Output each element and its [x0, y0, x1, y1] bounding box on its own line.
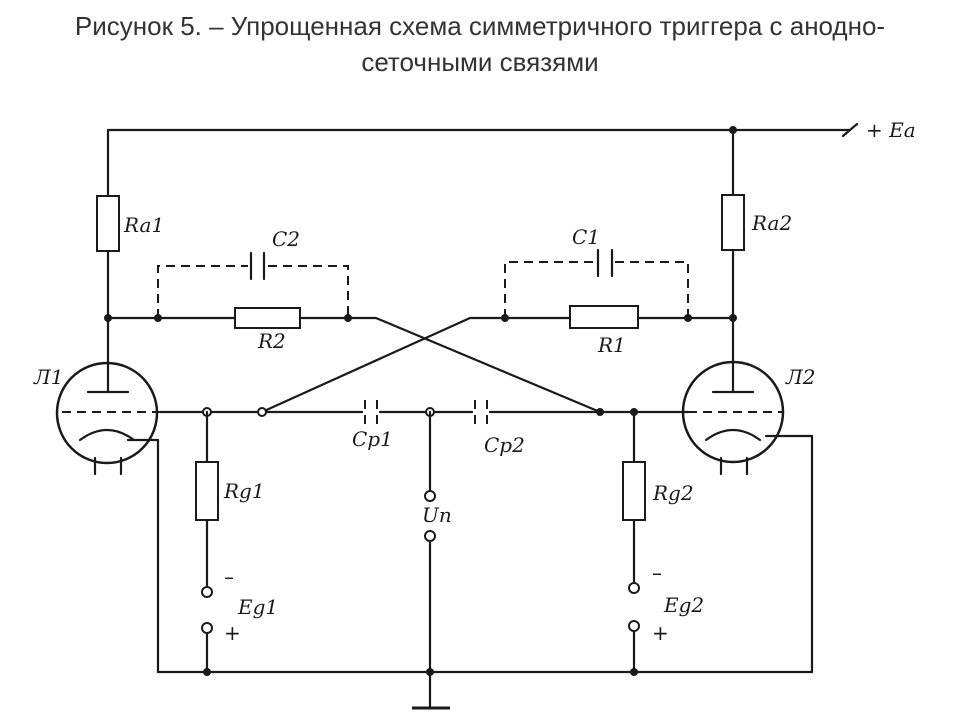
terminal-un-top [424, 490, 436, 502]
wire-l1-cathode [126, 438, 160, 674]
resistor-ra1 [96, 195, 120, 252]
terminal-eg1-plus [201, 622, 213, 634]
terminal-eg2-minus [628, 582, 640, 594]
label-ea: + Ea [866, 118, 916, 142]
junction-left-anode [104, 314, 112, 322]
label-r1: R1 [597, 333, 626, 357]
terminal-eg1-minus [201, 586, 213, 598]
eg2-plus-sign: + [652, 621, 669, 645]
junction-c1-left [501, 314, 509, 322]
junction-bottom-rg1 [203, 668, 211, 676]
label-ra2: Ra2 [751, 211, 792, 235]
label-c1: C1 [572, 225, 600, 249]
label-ra1: Ra1 [123, 213, 164, 237]
junction-right-anode [729, 314, 737, 322]
resistor-ra2 [721, 194, 745, 251]
resistor-r1 [569, 305, 639, 329]
resistor-rg1 [195, 461, 219, 521]
label-rg1: Rg1 [223, 479, 265, 503]
label-r2: R2 [257, 329, 286, 353]
tube-l2-cathode [704, 428, 762, 442]
junction-c1-right [684, 314, 692, 322]
label-c2: C2 [272, 227, 300, 251]
caption-line-2: сеточными связями [361, 47, 599, 77]
junction-bottom-rg2 [630, 668, 638, 676]
figure-caption: Рисунок 5. – Упрощенная схема симметричн… [0, 8, 960, 80]
dashed-c2-bracket [157, 265, 349, 318]
resistor-r2 [234, 307, 301, 329]
tube-l1-heater-pins [93, 456, 123, 476]
wire-left-coupling [106, 316, 602, 414]
label-cp1: Cp1 [352, 427, 393, 451]
terminal-eg2-plus [628, 620, 640, 632]
label-l1: Л1 [33, 365, 63, 389]
dashed-c1-bracket [504, 261, 689, 318]
junction-c2-right [344, 314, 352, 322]
wire-l2-cathode [764, 434, 814, 674]
wire-right-coupling [260, 316, 735, 414]
label-rg2: Rg2 [652, 481, 694, 505]
supply-terminal-mark [841, 122, 859, 138]
eg2-minus-sign: – [652, 561, 662, 585]
tube-l1-cathode [78, 428, 136, 442]
label-cp2: Cp2 [484, 433, 525, 457]
label-eg1: Eg1 [237, 595, 278, 619]
label-un: Un [422, 503, 452, 527]
resistor-rg2 [622, 461, 646, 521]
junction-c2-left [154, 314, 162, 322]
eg1-minus-sign: – [224, 565, 234, 589]
caption-line-1: Рисунок 5. – Упрощенная схема симметричн… [74, 11, 886, 41]
junction-bottom-ground [426, 668, 434, 676]
junction-cross-right [596, 408, 604, 416]
tube-l2-heater-pins [719, 456, 749, 476]
terminal-un-bottom [424, 530, 436, 542]
label-eg2: Eg2 [663, 593, 704, 617]
node-cross-left [257, 407, 267, 417]
label-l2: Л2 [785, 365, 815, 389]
eg1-plus-sign: + [224, 621, 241, 645]
